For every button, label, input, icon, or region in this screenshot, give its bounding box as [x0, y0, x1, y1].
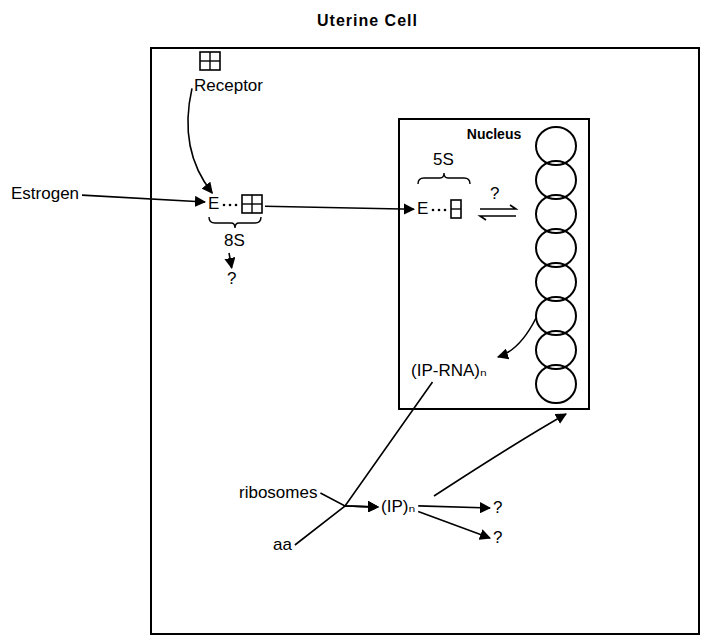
question-mark: ?	[227, 269, 236, 289]
pathway-arrow	[320, 493, 378, 507]
cell-outline: Uterine CellNucleus5SE(IP-RNA)ₙReceptorE…	[150, 47, 700, 635]
pathway-arrow	[345, 382, 433, 507]
receptor-node: Receptor	[192, 50, 272, 98]
unknown-node: ?	[224, 268, 239, 290]
protein-label: (IP)ₙ	[381, 497, 415, 517]
nucleus-outline: Nucleus 5S E (IP-RNA)ₙ	[398, 118, 590, 410]
pathway-arrow	[188, 88, 212, 193]
ribosome-node: ribosomes	[236, 482, 320, 504]
protein-node: (IP)ₙ	[378, 496, 418, 518]
pathway-arrow	[265, 206, 414, 209]
cell-title: Uterine Cell	[317, 11, 418, 31]
complex-8s-node: E8S	[205, 193, 265, 253]
amino-acid-node: aa	[270, 534, 295, 556]
pathway-arrow	[418, 506, 490, 508]
question-mark: ?	[493, 498, 502, 518]
estrogen-symbol: E	[208, 194, 219, 214]
unknown-node: ?	[490, 527, 505, 549]
sedimentation-label: 5S	[433, 150, 454, 170]
receptor-label: Receptor	[194, 76, 263, 96]
ribosome-label: ribosomes	[239, 483, 317, 503]
estrogen-label: Estrogen	[11, 184, 79, 204]
pathway-arrow	[295, 506, 378, 545]
sedimentation-label: 8S	[224, 231, 245, 251]
feedback-arrow	[434, 414, 566, 496]
complex-5s-node: 5S E	[414, 150, 474, 224]
pathway-arrow	[82, 195, 205, 202]
pathway-arrow	[418, 511, 490, 538]
estrogen-node: Estrogen	[8, 183, 82, 205]
pathway-arrow	[229, 253, 232, 268]
equilibrium-arrows	[480, 205, 516, 220]
transcription-arrow	[498, 318, 536, 357]
question-mark: ?	[490, 184, 499, 204]
estrogen-symbol: E	[417, 199, 428, 219]
rna-label: (IP-RNA)ₙ	[411, 361, 487, 381]
question-mark: ?	[493, 528, 502, 548]
nucleus-title: Nucleus	[400, 124, 588, 144]
rna-node: (IP-RNA)ₙ	[408, 360, 490, 382]
amino-acid-label: aa	[273, 535, 292, 555]
chromatin-coil	[536, 127, 576, 403]
unknown-node: ?	[490, 497, 505, 519]
